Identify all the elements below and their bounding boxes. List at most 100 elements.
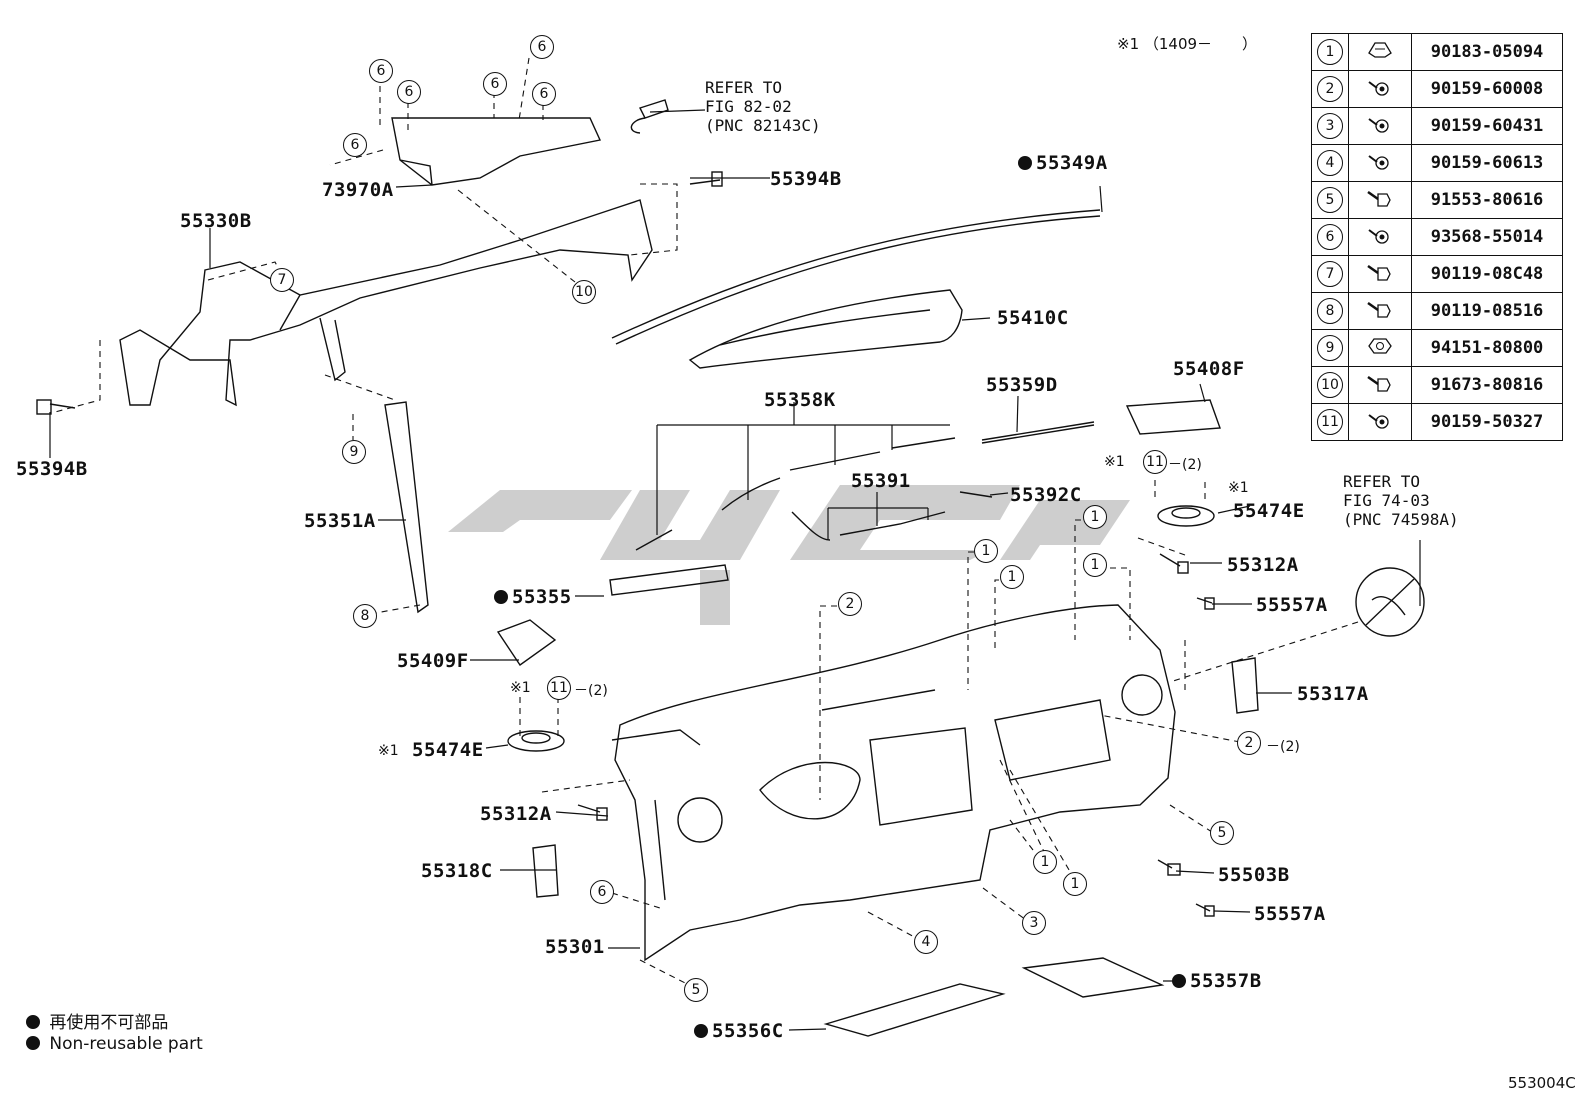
callout-5[interactable]: 5	[684, 978, 708, 1002]
legend-row[interactable]: 1 90183-05094	[1311, 33, 1563, 71]
part-number: 90119-08C48	[1411, 255, 1563, 293]
part-number: 90183-05094	[1411, 33, 1563, 71]
legend-row[interactable]: 5 91553-80616	[1311, 181, 1563, 219]
part-55312A-left[interactable]: 55312A	[480, 803, 552, 825]
callout-6[interactable]: 6	[343, 133, 367, 157]
callout-6[interactable]: 6	[532, 82, 556, 106]
part-55557A-top[interactable]: 55557A	[1256, 594, 1328, 616]
part-73970A[interactable]: 73970A	[322, 179, 394, 201]
callout-1[interactable]: 1	[1033, 850, 1057, 874]
callout-5[interactable]: 5	[1210, 821, 1234, 845]
qty-right: －(2)	[1168, 457, 1202, 473]
legend-row[interactable]: 11 90159-50327	[1311, 403, 1563, 441]
callout-1[interactable]: 1	[1083, 553, 1107, 577]
non-reusable-dot-icon	[26, 1036, 40, 1050]
callout-number: 3	[1317, 113, 1343, 139]
callout-3[interactable]: 3	[1022, 911, 1046, 935]
part-55394B-top[interactable]: 55394B	[770, 168, 842, 190]
part-55410C[interactable]: 55410C	[997, 307, 1069, 329]
refer-airbag-note[interactable]: REFER TO FIG 82-02 (PNC 82143C)	[705, 78, 821, 135]
part-55409F[interactable]: 55409F	[397, 650, 469, 672]
part-55391[interactable]: 55391	[851, 470, 911, 492]
note-x1-left: ※1	[510, 680, 531, 696]
qty-mid: －(2)	[1266, 739, 1300, 755]
part-number: 90119-08516	[1411, 292, 1563, 330]
part-55392C[interactable]: 55392C	[1010, 484, 1082, 506]
legend-row[interactable]: 10 91673-80816	[1311, 366, 1563, 404]
callout-7[interactable]: 7	[270, 268, 294, 292]
callout-6[interactable]: 6	[530, 35, 554, 59]
callout-number: 11	[1317, 409, 1343, 435]
callout-number: 5	[1317, 187, 1343, 213]
refer-passenger-note[interactable]: REFER TO FIG 74-03 (PNC 74598A)	[1343, 472, 1459, 529]
figure-code: 553004C	[1508, 1074, 1576, 1092]
callout-number: 10	[1317, 372, 1343, 398]
part-55557A-bottom[interactable]: 55557A	[1254, 903, 1326, 925]
callout-11[interactable]: 11	[1143, 450, 1167, 474]
callout-number: 8	[1317, 298, 1343, 324]
callout-1[interactable]: 1	[974, 539, 998, 563]
bolt-icon	[1365, 301, 1395, 325]
non-reusable-dot-icon	[1018, 156, 1032, 170]
part-55356C[interactable]: 55356C	[694, 1022, 784, 1041]
callout-1[interactable]: 1	[1063, 872, 1087, 896]
part-55359D[interactable]: 55359D	[986, 374, 1058, 396]
screw-icon	[1365, 413, 1395, 436]
legend-en: Non-reusable part	[26, 1034, 203, 1054]
part-55349A[interactable]: 55349A	[1018, 154, 1108, 173]
part-55394B-left[interactable]: 55394B	[16, 458, 88, 480]
note-x1-left2: ※1	[378, 743, 399, 759]
callout-1[interactable]: 1	[1083, 505, 1107, 529]
callout-2[interactable]: 2	[1237, 731, 1261, 755]
part-55503B[interactable]: 55503B	[1218, 864, 1290, 886]
part-55474E-left[interactable]: 55474E	[412, 739, 484, 761]
part-55357B[interactable]: 55357B	[1172, 972, 1262, 991]
callout-6[interactable]: 6	[483, 72, 507, 96]
non-reusable-dot-icon	[494, 590, 508, 604]
callout-number: 6	[1317, 224, 1343, 250]
callout-4[interactable]: 4	[914, 930, 938, 954]
part-55474E-right[interactable]: 55474E	[1233, 500, 1305, 522]
non-reusable-dot-icon	[1172, 974, 1186, 988]
callout-number: 1	[1317, 39, 1343, 65]
callout-10[interactable]: 10	[572, 280, 596, 304]
part-55408F[interactable]: 55408F	[1173, 358, 1245, 380]
callout-9[interactable]: 9	[342, 440, 366, 464]
part-55355[interactable]: 55355	[494, 588, 572, 607]
legend-row[interactable]: 2 90159-60008	[1311, 70, 1563, 108]
part-number: 91673-80816	[1411, 366, 1563, 404]
screw-icon	[1365, 154, 1395, 177]
part-number: 90159-50327	[1411, 403, 1563, 441]
part-number: 90159-60008	[1411, 70, 1563, 108]
part-number: 94151-80800	[1411, 329, 1563, 367]
part-55317A[interactable]: 55317A	[1297, 683, 1369, 705]
callout-2[interactable]: 2	[838, 592, 862, 616]
callout-6[interactable]: 6	[590, 880, 614, 904]
part-number: 90159-60431	[1411, 107, 1563, 145]
legend-row[interactable]: 9 94151-80800	[1311, 329, 1563, 367]
part-55312A-right[interactable]: 55312A	[1227, 554, 1299, 576]
callout-1[interactable]: 1	[1000, 565, 1024, 589]
bolt-icon	[1365, 264, 1395, 288]
callout-number: 2	[1317, 76, 1343, 102]
callout-6[interactable]: 6	[397, 80, 421, 104]
part-55358K[interactable]: 55358K	[764, 389, 836, 411]
header-note: ※1 （1409－ ）	[1117, 35, 1258, 53]
part-55330B[interactable]: 55330B	[180, 210, 252, 232]
part-55301[interactable]: 55301	[545, 936, 605, 958]
callout-number: 9	[1317, 335, 1343, 361]
legend-row[interactable]: 8 90119-08516	[1311, 292, 1563, 330]
callout-11[interactable]: 11	[547, 676, 571, 700]
callout-6[interactable]: 6	[369, 59, 393, 83]
callout-8[interactable]: 8	[353, 604, 377, 628]
legend-jp: 再使用不可部品	[26, 1008, 168, 1033]
legend-row[interactable]: 3 90159-60431	[1311, 107, 1563, 145]
part-55351A[interactable]: 55351A	[304, 510, 376, 532]
part-number: 91553-80616	[1411, 181, 1563, 219]
part-55318C[interactable]: 55318C	[421, 860, 493, 882]
clip-icon	[1365, 41, 1395, 66]
